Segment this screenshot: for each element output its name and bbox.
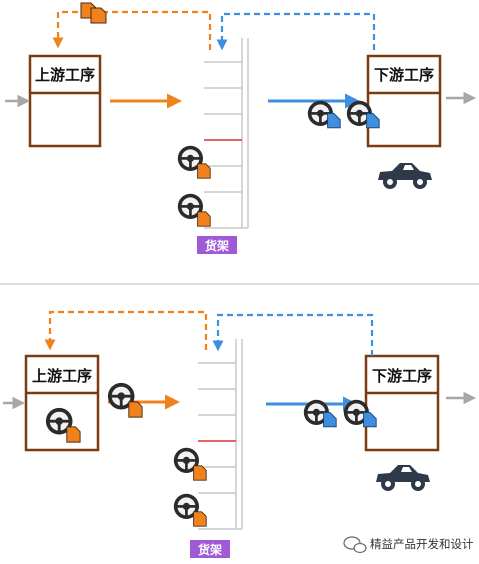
upstream-process: 上游工序 — [28, 54, 102, 148]
car-icon — [378, 163, 432, 189]
downstream-process: 下游工序 — [366, 54, 442, 148]
moving-part-1-steering-wheel-icon — [307, 100, 341, 129]
svg-text:货架: 货架 — [198, 542, 222, 557]
rack — [197, 338, 243, 530]
downstream-process-title: 下游工序 — [372, 367, 432, 385]
rack-part-1-steering-wheel-icon — [173, 447, 207, 481]
moving-part-steering-wheel-icon — [107, 382, 143, 418]
watermark-text: 精益产品开发和设计 — [370, 537, 474, 551]
rack-label: 货架 — [197, 236, 237, 254]
withdrawal-dashed-line — [212, 313, 374, 356]
kanban-return-dashed-line — [44, 310, 208, 351]
car-icon — [376, 465, 430, 491]
upstream-process: 上游工序 — [24, 354, 100, 452]
rack-part-1-steering-wheel-icon — [177, 145, 211, 179]
kanban-cards-icon — [80, 2, 107, 24]
rack-label: 货架 — [190, 540, 230, 558]
top-panel: 上游工序 下游工序 货架 — [5, 2, 476, 254]
wechat-icon — [343, 536, 367, 554]
downstream-process-title: 下游工序 — [374, 66, 434, 84]
watermark: 精益产品开发和设计 — [343, 536, 474, 554]
upstream-process-title: 上游工序 — [32, 367, 92, 385]
rack-part-2-steering-wheel-icon — [177, 193, 211, 227]
upstream-process-title: 上游工序 — [35, 66, 95, 84]
bottom-panel: 上游工序 下游工序 货架 — [3, 310, 476, 558]
withdrawal-dashed-line — [216, 12, 376, 51]
downstream-process: 下游工序 — [364, 354, 440, 452]
rack-part-2-steering-wheel-icon — [173, 493, 207, 527]
kanban-return-dashed-line — [52, 10, 212, 50]
svg-text:货架: 货架 — [205, 238, 229, 253]
rack — [203, 37, 249, 229]
